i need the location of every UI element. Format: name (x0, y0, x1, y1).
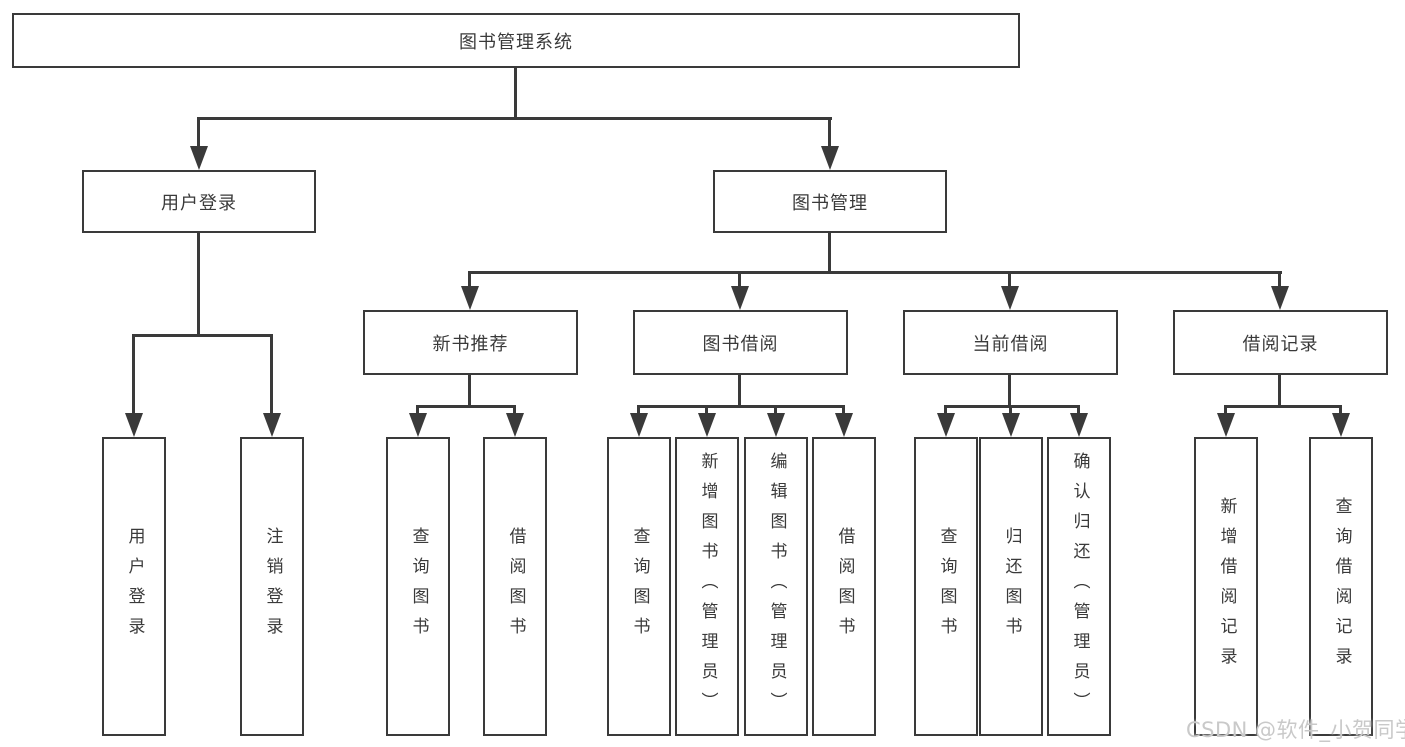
connector-vline (468, 271, 471, 287)
node-label: 新书推荐 (432, 333, 509, 355)
leaf-borrow-add-book-admin: 新增图书（管理员） (675, 437, 739, 736)
arrowhead-down-icon (821, 146, 839, 170)
connector-vline (828, 117, 831, 148)
leaf-label: 编辑图书（管理员） (766, 451, 787, 722)
arrowhead-down-icon (835, 413, 853, 437)
node-user-login: 用户登录 (82, 170, 316, 233)
leaf-current-query-book: 查询图书 (914, 437, 978, 736)
connector-vline (1008, 271, 1011, 287)
connector-vline (514, 67, 517, 119)
node-label: 用户登录 (161, 192, 237, 214)
leaf-record-query-borrow-record: 查询借阅记录 (1309, 437, 1373, 736)
leaf-label: 借阅图书 (505, 526, 526, 647)
arrowhead-down-icon (1002, 413, 1020, 437)
leaf-label: 查询借阅记录 (1331, 496, 1352, 677)
node-borrow-record: 借阅记录 (1173, 310, 1388, 375)
leaf-label: 归还图书 (1001, 526, 1022, 647)
connector-vline (1008, 373, 1011, 408)
watermark: CSDN @软件_小贺同学 (1186, 718, 1405, 742)
node-label: 图书管理系统 (459, 31, 573, 53)
arrowhead-down-icon (731, 286, 749, 310)
connector-vline (1278, 271, 1281, 287)
leaf-label: 用户登录 (124, 526, 145, 647)
connector-vline (738, 271, 741, 287)
leaf-borrow-borrow-book: 借阅图书 (812, 437, 876, 736)
connector-hline (468, 271, 1282, 274)
arrowhead-down-icon (767, 413, 785, 437)
arrowhead-down-icon (1001, 286, 1019, 310)
connector-vline (416, 405, 419, 415)
connector-vline (842, 405, 845, 415)
arrowhead-down-icon (461, 286, 479, 310)
connector-vline (705, 405, 708, 415)
connector-vline (270, 334, 273, 416)
arrowhead-down-icon (190, 146, 208, 170)
arrowhead-down-icon (937, 413, 955, 437)
connector-vline (513, 405, 516, 415)
connector-vline (1278, 373, 1281, 408)
arrowhead-down-icon (1332, 413, 1350, 437)
arrowhead-down-icon (506, 413, 524, 437)
leaf-borrow-edit-book-admin: 编辑图书（管理员） (744, 437, 808, 736)
arrowhead-down-icon (409, 413, 427, 437)
node-book-management: 图书管理 (713, 170, 947, 233)
node-label: 图书借阅 (702, 333, 779, 355)
arrowhead-down-icon (698, 413, 716, 437)
leaf-newbook-borrow-book: 借阅图书 (483, 437, 547, 736)
connector-hline (1224, 405, 1342, 408)
arrowhead-down-icon (1217, 413, 1235, 437)
connector-vline (468, 373, 471, 408)
leaf-logout: 注销登录 (240, 437, 304, 736)
connector-vline (197, 233, 200, 336)
connector-vline (197, 117, 200, 148)
node-new-book-recommend: 新书推荐 (363, 310, 578, 375)
leaf-user-login: 用户登录 (102, 437, 166, 736)
connector-vline (1339, 405, 1342, 415)
connector-vline (774, 405, 777, 415)
connector-hline (944, 405, 1080, 408)
leaf-label: 注销登录 (262, 526, 283, 647)
leaf-newbook-query-book: 查询图书 (386, 437, 450, 736)
connector-vline (1009, 405, 1012, 415)
arrowhead-down-icon (1070, 413, 1088, 437)
arrowhead-down-icon (125, 413, 143, 437)
leaf-record-add-borrow-record: 新增借阅记录 (1194, 437, 1258, 736)
arrowhead-down-icon (1271, 286, 1289, 310)
leaf-label: 查询图书 (408, 526, 429, 647)
connector-hline (416, 405, 516, 408)
connector-vline (132, 334, 135, 416)
leaf-label: 借阅图书 (834, 526, 855, 647)
node-label: 借阅记录 (1242, 333, 1319, 355)
connector-hline (197, 117, 832, 120)
arrowhead-down-icon (263, 413, 281, 437)
node-library-management-system: 图书管理系统 (12, 13, 1020, 68)
leaf-borrow-query-book: 查询图书 (607, 437, 671, 736)
connector-vline (738, 373, 741, 408)
node-current-borrow: 当前借阅 (903, 310, 1118, 375)
connector-vline (944, 405, 947, 415)
leaf-label: 确认归还（管理员） (1069, 451, 1090, 722)
node-book-borrow: 图书借阅 (633, 310, 848, 375)
connector-vline (1077, 405, 1080, 415)
node-label: 当前借阅 (972, 333, 1049, 355)
connector-vline (828, 231, 831, 274)
connector-hline (132, 334, 273, 337)
arrowhead-down-icon (630, 413, 648, 437)
leaf-label: 查询图书 (936, 526, 957, 647)
connector-vline (637, 405, 640, 415)
leaf-label: 查询图书 (629, 526, 650, 647)
leaf-label: 新增借阅记录 (1216, 496, 1237, 677)
leaf-label: 新增图书（管理员） (697, 451, 718, 722)
connector-hline (637, 405, 845, 408)
leaf-current-confirm-return-admin: 确认归还（管理员） (1047, 437, 1111, 736)
connector-vline (1224, 405, 1227, 415)
leaf-current-return-book: 归还图书 (979, 437, 1043, 736)
node-label: 图书管理 (792, 192, 868, 214)
